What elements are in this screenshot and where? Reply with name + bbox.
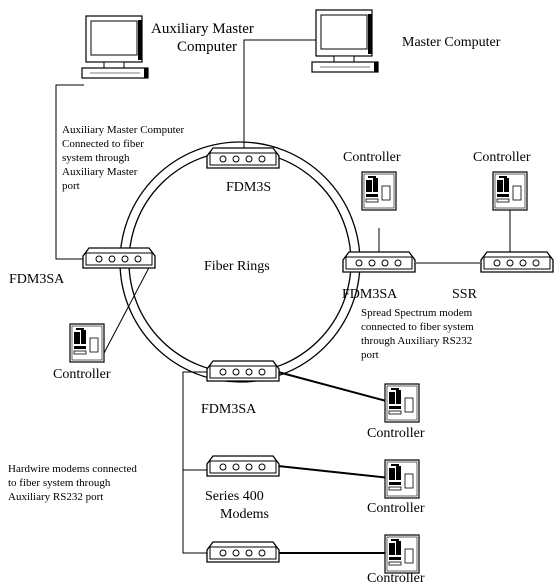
ssr-device <box>480 251 554 273</box>
controller-top-right-1 <box>361 171 397 211</box>
series400-label-2: Modems <box>220 507 269 522</box>
fdm3sa-bottom-device <box>206 360 280 382</box>
spread-note-line-2: connected to fiber system <box>361 321 474 333</box>
controller-label-left: Controller <box>53 367 111 382</box>
aux-master-computer-icon <box>81 15 149 79</box>
aux-master-note-line-4: Auxiliary Master <box>62 166 138 178</box>
fdm3sa-to-controller-wire <box>277 371 391 403</box>
hardwire-note-line-3: Auxiliary RS232 port <box>8 491 103 503</box>
aux-master-wire <box>55 84 84 260</box>
aux-master-note-line-1: Auxiliary Master Computer <box>62 124 185 136</box>
left-controller-wire <box>102 259 154 356</box>
controller-label-bottom-2: Controller <box>367 501 425 516</box>
fdm3s-label: FDM3S <box>226 180 271 195</box>
controller-left <box>69 323 105 363</box>
hardwire-note-line-2: to fiber system through <box>8 477 111 489</box>
fdm3sa-right-label: FDM3SA <box>342 287 398 302</box>
fdm3sa-right-device <box>342 251 416 273</box>
hardwire-bus <box>182 371 207 554</box>
aux-master-note-line-2: Connected to fiber <box>62 138 144 150</box>
fdm3sa-left-device <box>82 247 156 269</box>
fdm3sa-bottom-label: FDM3SA <box>201 402 257 417</box>
controller-label-top-1: Controller <box>343 150 401 165</box>
ssr-label: SSR <box>452 287 478 302</box>
controller-label-bottom-1: Controller <box>367 426 425 441</box>
aux-master-note-line-5: port <box>62 180 80 192</box>
series400-modem-1 <box>206 455 280 477</box>
aux-master-note-line-3: system through <box>62 152 130 164</box>
series400-modem-2 <box>206 541 280 563</box>
controller-top-right-2 <box>492 171 528 211</box>
series400-to-controller-wire <box>277 465 391 479</box>
fiber-rings-label: Fiber Rings <box>204 259 270 274</box>
spread-note-line-1: Spread Spectrum modem <box>361 307 473 319</box>
series400-label-1: Series 400 <box>205 489 264 504</box>
master-computer-wire <box>243 39 345 148</box>
master-computer-icon <box>311 9 379 73</box>
controller-bottom-3 <box>384 534 420 574</box>
controller-label-bottom-3: Controller <box>367 571 425 586</box>
controller-bottom-1 <box>384 383 420 423</box>
controller-bottom-2 <box>384 459 420 499</box>
master-computer-label: Master Computer <box>402 35 501 50</box>
fdm3s-device <box>206 147 280 169</box>
hardwire-note-line-1: Hardwire modems connected <box>8 463 137 475</box>
fdm3sa-left-label: FDM3SA <box>9 272 65 287</box>
aux-master-computer-label-2: Computer <box>177 39 237 55</box>
aux-master-computer-label-1: Auxiliary Master <box>151 21 254 37</box>
controller-label-top-2: Controller <box>473 150 531 165</box>
spread-note-line-3: through Auxiliary RS232 <box>361 335 472 347</box>
spread-note-line-4: port <box>361 349 379 361</box>
